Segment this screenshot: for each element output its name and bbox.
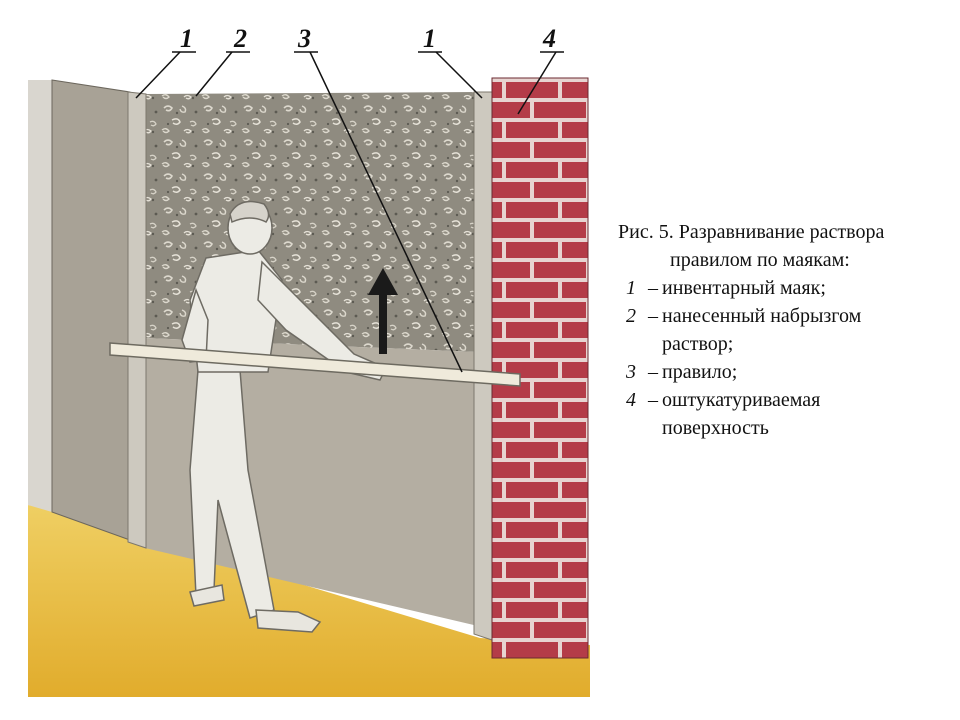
legend-dash: –: [648, 361, 658, 383]
callout-label-spray: 2: [234, 24, 247, 53]
leader-line-2: [195, 51, 233, 97]
legend-item: 2 – нанесенный набрызгом: [618, 302, 956, 330]
leader-line-4: [517, 51, 557, 115]
beacon-left: [127, 91, 147, 549]
beacon-right: [473, 91, 493, 641]
legend-number: 3: [626, 361, 636, 383]
up-arrow-icon: [368, 268, 398, 354]
callout-label-surface: 4: [543, 24, 556, 53]
legend-item: 1 – инвентарный маяк;: [618, 274, 956, 302]
legend-item-continued: поверхность: [618, 414, 956, 442]
callout-label-rule: 3: [298, 24, 311, 53]
legend-text: раствор;: [662, 333, 734, 355]
worker-figure: [181, 200, 388, 633]
legend-dash: –: [648, 305, 658, 327]
legend-dash: –: [648, 389, 658, 411]
legend-text: нанесенный набрызгом: [662, 305, 862, 327]
legend-text: поверхность: [662, 417, 769, 439]
callout-label-beacon-left: 1: [180, 24, 193, 53]
caption-title-continued: правилом по маякам:: [670, 249, 850, 271]
legend-dash: –: [648, 277, 658, 299]
legend-item: 3 – правило;: [618, 358, 956, 386]
legend-item: 4 – оштукатуриваемая: [618, 386, 956, 414]
brick-wall: [491, 77, 589, 659]
leader-line-1b: [435, 51, 483, 99]
legend-text: оштукатуриваемая: [662, 389, 821, 411]
caption-title: Рис. 5. Разравнивание раствора: [618, 221, 885, 243]
leader-line-1a: [135, 51, 181, 99]
legend-item-continued: раствор;: [618, 330, 956, 358]
callout-label-beacon-right: 1: [423, 24, 436, 53]
legend-number: 2: [626, 305, 636, 327]
wall-left-section: [51, 79, 131, 541]
legend-number: 1: [626, 277, 636, 299]
leader-line-3: [309, 51, 463, 373]
legend-text: правило;: [662, 361, 738, 383]
legend-number: 4: [626, 389, 636, 411]
figure-caption: Рис. 5. Разравнивание раствора правилом …: [618, 218, 956, 442]
wall-left-edge: [28, 80, 52, 512]
legend-text: инвентарный маяк;: [662, 277, 826, 299]
leveling-rule: [109, 342, 521, 387]
